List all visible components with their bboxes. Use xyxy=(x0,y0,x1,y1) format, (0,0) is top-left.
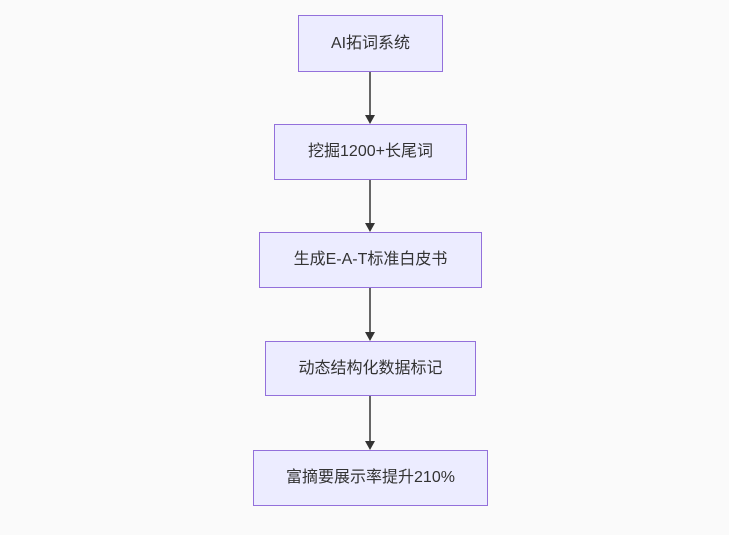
flow-node-dynamic-structured-data-markup: 动态结构化数据标记 xyxy=(265,341,476,396)
flow-node-label: 挖掘1200+长尾词 xyxy=(308,143,433,161)
flow-node-mine-longtail-keywords: 挖掘1200+长尾词 xyxy=(274,124,467,180)
arrowhead-down-icon xyxy=(365,441,375,450)
flow-node-label: AI拓词系统 xyxy=(330,34,411,52)
edge-line-d-e xyxy=(369,396,371,441)
flow-node-generate-eat-whitepaper: 生成E-A-T标准白皮书 xyxy=(259,232,482,288)
arrowhead-down-icon xyxy=(365,115,375,124)
arrowhead-down-icon xyxy=(365,332,375,341)
flow-node-label: 生成E-A-T标准白皮书 xyxy=(293,251,448,269)
edge-line-a-b xyxy=(369,72,371,115)
flow-node-label: 富摘要展示率提升210% xyxy=(286,469,455,487)
flow-node-rich-snippet-rate-increase: 富摘要展示率提升210% xyxy=(253,450,488,506)
flow-node-label: 动态结构化数据标记 xyxy=(298,359,443,377)
flow-node-ai-word-expansion-system: AI拓词系统 xyxy=(298,15,443,72)
edge-line-b-c xyxy=(369,180,371,223)
arrowhead-down-icon xyxy=(365,223,375,232)
edge-line-c-d xyxy=(369,288,371,332)
